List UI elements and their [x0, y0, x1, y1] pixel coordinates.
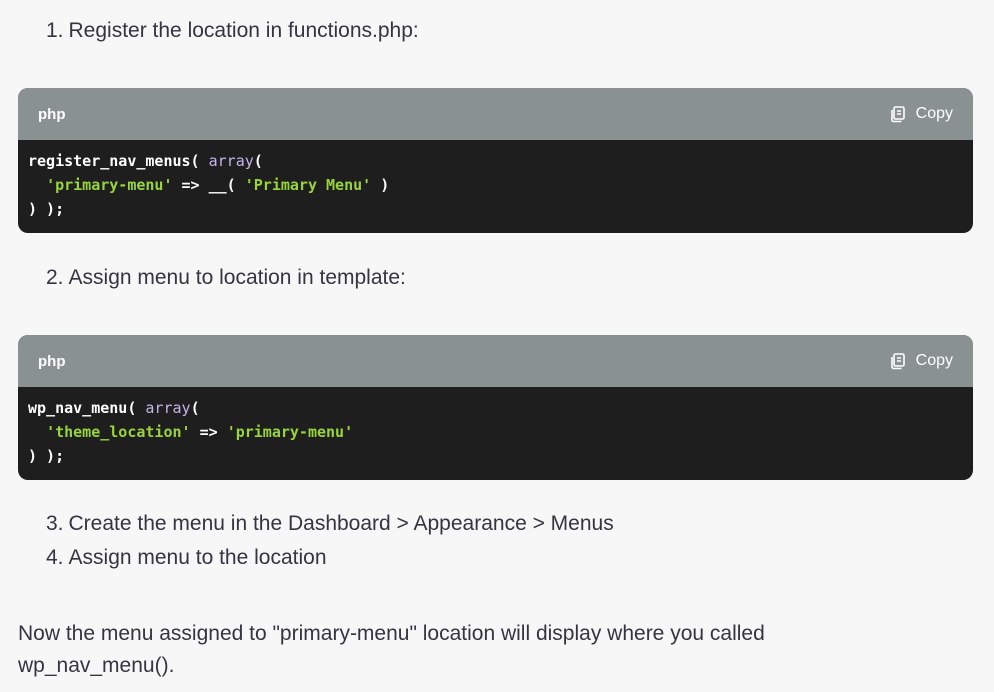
step-number: 3. [46, 512, 64, 535]
step-text: Register the location in functions.php: [68, 19, 419, 42]
code-line: ) ); [28, 200, 65, 218]
step-1: 1.Register the location in functions.php… [46, 17, 419, 45]
step-text: Create the menu in the Dashboard > Appea… [68, 512, 614, 535]
copy-code-button[interactable]: Copy [888, 104, 953, 124]
code-line: 'primary-menu' => __( 'Primary Menu' ) [46, 176, 390, 194]
code-block-header: php Copy [18, 335, 973, 387]
code-line: 'theme_location' => 'primary-menu' [46, 423, 354, 441]
step-text: Assign menu to the location [68, 546, 327, 569]
code-line: register_nav_menus( array( [28, 152, 263, 170]
step-3: 3.Create the menu in the Dashboard > App… [46, 510, 614, 538]
code-line: ) ); [28, 447, 65, 465]
code-line: wp_nav_menu( array( [28, 399, 200, 417]
step-2: 2.Assign menu to location in template: [46, 264, 406, 292]
copy-icon [888, 104, 908, 124]
step-number: 1. [46, 19, 64, 42]
copy-label: Copy [915, 105, 953, 122]
copy-code-button[interactable]: Copy [888, 351, 953, 371]
step-number: 2. [46, 266, 64, 289]
step-text: Assign menu to location in template: [68, 266, 406, 289]
copy-label: Copy [915, 352, 953, 369]
code-content: register_nav_menus( array( 'primary-menu… [18, 140, 973, 233]
code-block-header: php Copy [18, 88, 973, 140]
code-block-1: php Copy register_nav_menus( array( 'pri… [18, 88, 973, 233]
code-language-label: php [38, 105, 66, 123]
code-block-2: php Copy wp_nav_menu( array( 'theme_loca… [18, 335, 973, 480]
step-4: 4.Assign menu to the location [46, 544, 327, 572]
copy-icon [888, 351, 908, 371]
code-content: wp_nav_menu( array( 'theme_location' => … [18, 387, 973, 480]
code-language-label: php [38, 352, 66, 370]
step-number: 4. [46, 546, 64, 569]
closing-paragraph: Now the menu assigned to "primary-menu" … [18, 622, 765, 677]
